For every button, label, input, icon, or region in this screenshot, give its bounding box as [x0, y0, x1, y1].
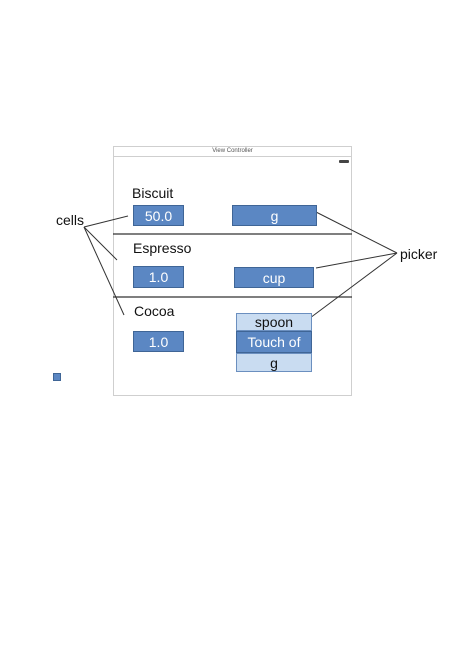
- row-label-espresso: Espresso: [133, 240, 192, 256]
- picker-option-g[interactable]: g: [236, 353, 312, 372]
- view-controller-title: View Controller: [113, 146, 352, 157]
- picker-line-3: [309, 252, 398, 319]
- cells-annotation: cells: [56, 212, 85, 228]
- picker-annotation: picker: [400, 246, 438, 262]
- cells-line-1: [83, 215, 129, 228]
- value-field-espresso[interactable]: 1.0: [133, 266, 184, 288]
- picker-line-2: [315, 252, 398, 269]
- picker-option-touch-of[interactable]: Touch of: [236, 331, 312, 353]
- value-field-biscuit[interactable]: 50.0: [133, 205, 184, 226]
- picker-option-spoon[interactable]: spoon: [236, 313, 312, 331]
- cells-line-2: [83, 226, 118, 261]
- cells-line-3: [83, 226, 125, 316]
- battery-icon: [339, 160, 349, 163]
- picker-line-1: [315, 211, 398, 254]
- row-label-biscuit: Biscuit: [132, 185, 174, 201]
- value-field-cocoa[interactable]: 1.0: [133, 331, 184, 352]
- row-label-cocoa: Cocoa: [134, 303, 175, 319]
- unit-picker-espresso[interactable]: cup: [234, 267, 314, 288]
- unit-picker-biscuit[interactable]: g: [232, 205, 317, 226]
- legend-square: [53, 373, 61, 381]
